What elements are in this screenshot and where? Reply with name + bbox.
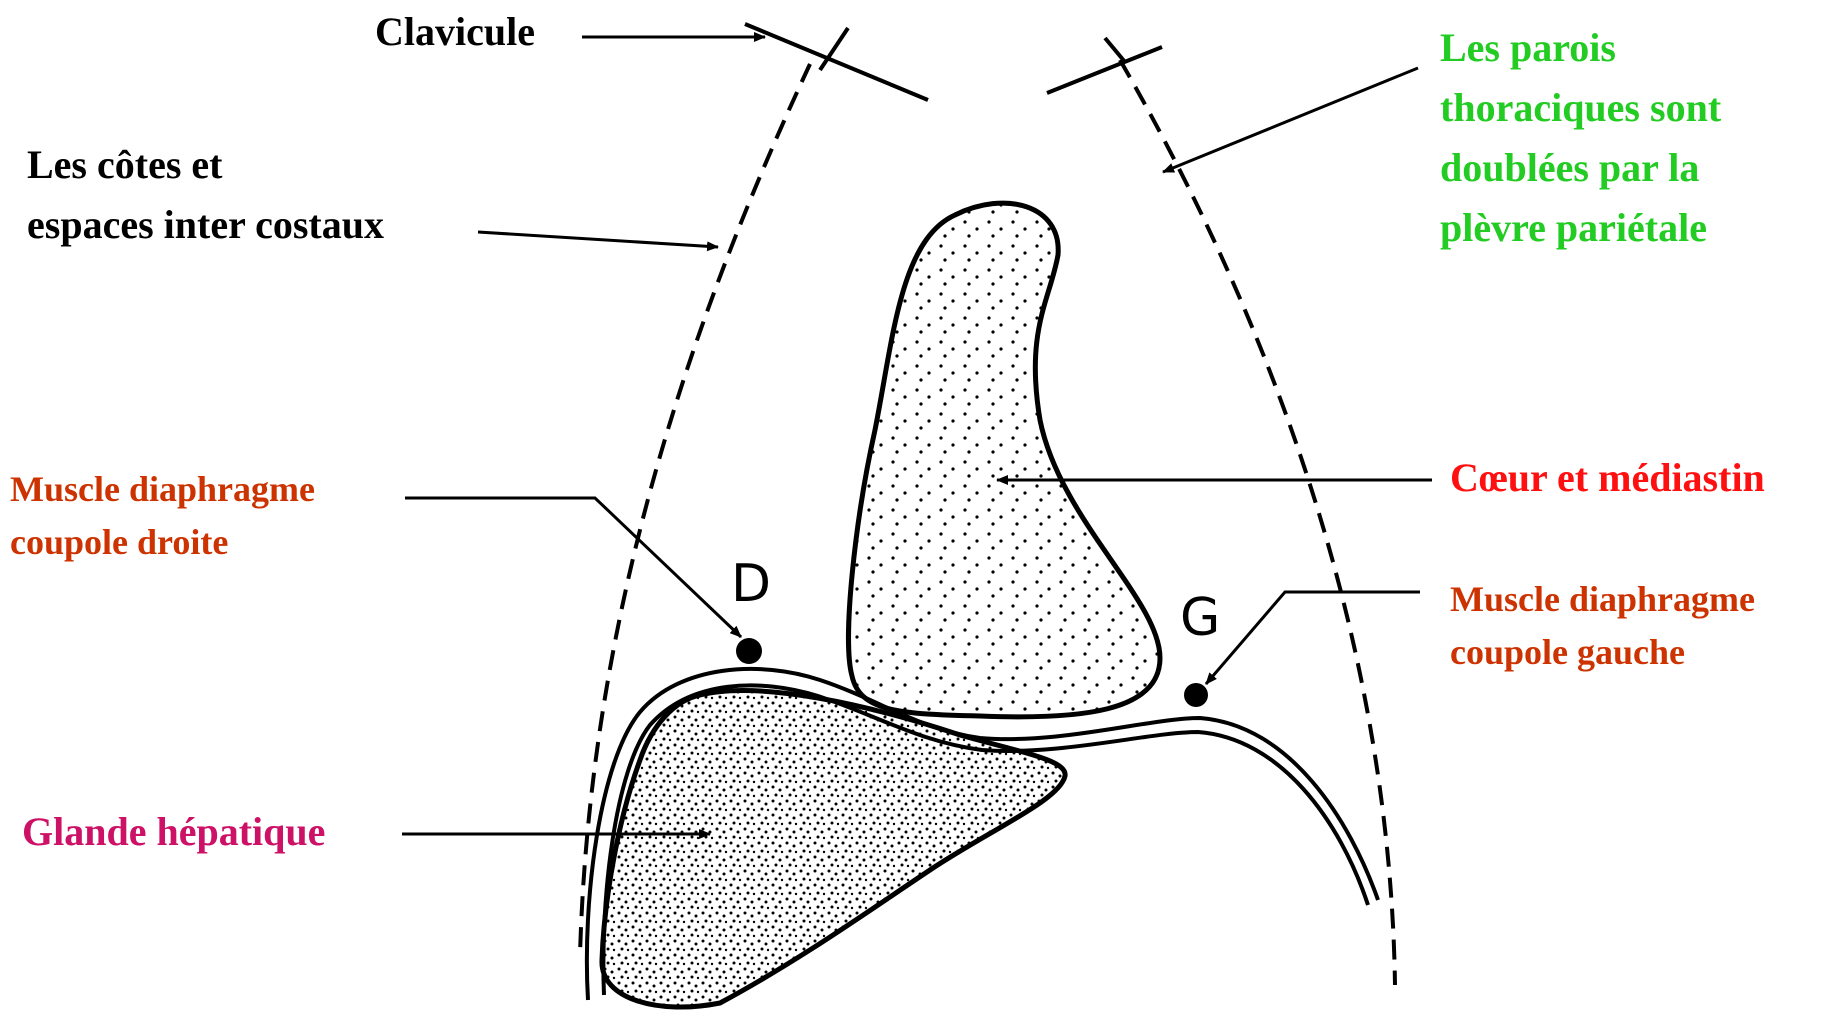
label-coeur: Cœur et médiastin: [1450, 448, 1765, 508]
parois-arrow: [1163, 68, 1418, 172]
diaphragm-right-dot: [736, 638, 762, 664]
label-parois: Les parois thoraciques sont doublées par…: [1440, 18, 1721, 258]
marker-g: G: [1180, 588, 1220, 648]
diaphragm-left-dot: [1184, 683, 1208, 707]
label-coupole-droite: Muscle diaphragme coupole droite: [10, 463, 315, 569]
marker-d: D: [731, 554, 771, 614]
clavicle-lines: [745, 24, 1162, 100]
label-clavicule: Clavicule: [375, 2, 535, 62]
cotes-arrow: [478, 232, 718, 247]
coupole-gauche-arrow: [1206, 592, 1420, 684]
label-glande: Glande hépatique: [22, 802, 325, 862]
label-cotes: Les côtes et espaces inter costaux: [27, 135, 384, 255]
heart-mediastinum-shape: [849, 203, 1160, 717]
coupole-droite-arrow: [405, 498, 741, 637]
label-coupole-gauche: Muscle diaphragme coupole gauche: [1450, 573, 1755, 679]
